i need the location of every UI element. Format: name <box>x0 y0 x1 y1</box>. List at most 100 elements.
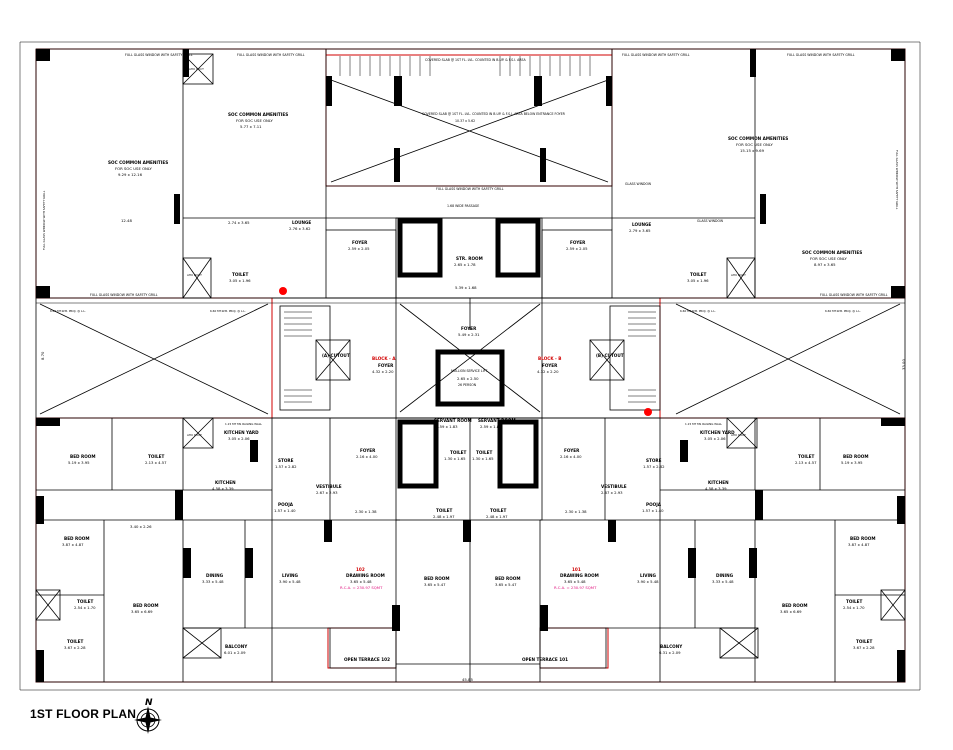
room-servant-a-dim: 2.59 x 1.83 <box>436 424 458 429</box>
room-living-b: LIVING <box>640 573 657 578</box>
dim-5-39: 5.39 x 1.68 <box>455 285 477 290</box>
room-balcony-b-dim: 6.31 x 2.09 <box>659 650 681 655</box>
note-parapet-r2: 6.60 MT.W.B. PROJ. @ L.L. <box>825 309 861 313</box>
dim-2-30-r: 2.30 x 1.38 <box>565 509 587 514</box>
room-soc-left-sub: FOR SOC USE ONLY <box>115 166 153 171</box>
unit-101: 101 <box>572 567 581 572</box>
room-toilet-a4-dim: 2.54 x 1.70 <box>74 605 96 610</box>
note-glass-window-bl: FULL GLASS WINDOW WITH SAFETY GRILL <box>90 293 158 297</box>
room-bed-b1-dim: 5.19 x 3.95 <box>841 460 863 465</box>
dim-2-30-l: 2.30 x 1.38 <box>355 509 377 514</box>
room-kitchen-a-dim: 4.58 x 3.39 <box>212 486 234 491</box>
room-toilet-db-dim: 2.48 x 1.97 <box>486 514 508 519</box>
room-toilet-tl-dim: 3.05 x 1.96 <box>229 278 251 283</box>
note-glass-window-mid: FULL GLASS WINDOW WITH SAFETY GRILL <box>436 187 504 191</box>
label-block-b: BLOCK - B <box>538 356 561 361</box>
room-soc-left2-sub: FOR SOC USE ONLY <box>236 118 274 123</box>
room-foyer-br: FOYER <box>542 363 558 368</box>
room-bed-a2: BED ROOM <box>64 536 90 541</box>
room-kyard-a-dim: 3.05 x 2.06 <box>228 436 250 441</box>
note-parapet-r: 6.60 MT.W.B. PROJ. @ L.L. <box>680 309 716 313</box>
room-soc-right-name: SOC COMMON AMENITIES <box>728 136 788 141</box>
room-living-a-dim: 3.90 x 5.48 <box>279 579 301 584</box>
lift-cores <box>397 218 541 489</box>
note-covered-slab-2: COVERED SLAB @ 1ST FL. LVL. COUNTED IN B… <box>422 112 566 116</box>
room-toilet-cb: TOILET <box>476 450 493 455</box>
note-covered-slab: COVERED SLAB @ 1ST FL. LVL. COUNTED IN B… <box>425 58 527 62</box>
note-parapet-l: 6.60 MT.W.B. PROJ. @ L.L. <box>50 309 86 313</box>
room-bed-b2: BED ROOM <box>850 536 876 541</box>
room-bed-b4: BED ROOM <box>782 603 808 608</box>
note-passage: 1.68 WIDE PASSAGE <box>447 204 479 208</box>
room-soc-left-name: SOC COMMON AMENITIES <box>108 160 168 165</box>
room-lounge-r: LOUNGE <box>632 222 651 227</box>
room-drawing-a: DRAWING ROOM <box>346 573 385 578</box>
room-kitchen-a: KITCHEN <box>215 480 236 485</box>
room-bed-a4-dim: 3.65 x 6.69 <box>131 609 153 614</box>
room-soc-right2-dim: 8.97 x 3.65 <box>814 262 836 267</box>
room-foyer-r-dim: 2.59 x 2.05 <box>566 246 588 251</box>
label-ahu-duct-ll: AHU DUCT <box>187 433 202 437</box>
room-balcony-a-dim: 6.01 x 2.09 <box>224 650 246 655</box>
room-terrace-b: OPEN TERRACE 101 <box>522 657 568 662</box>
room-foyer-ua: FOYER <box>360 448 376 453</box>
room-servant-a: SERVANT ROOM <box>434 418 472 423</box>
room-pooja-b-dim: 1.57 x 1.40 <box>642 508 664 513</box>
room-soc-right2-sub: FOR SOC USE ONLY <box>810 256 848 261</box>
room-pooja-a-dim: 1.57 x 1.40 <box>274 508 296 513</box>
room-store-b-dim: 1.57 x 2.82 <box>643 464 665 469</box>
room-store-a: STORE <box>278 458 294 463</box>
room-living-b-dim: 3.90 x 5.48 <box>637 579 659 584</box>
room-soc-left2-dim: 5.77 x 7.11 <box>240 124 262 129</box>
room-kitchen-b: KITCHEN <box>708 480 729 485</box>
note-right-side: FULL GLASS WINDOW WITH SAFETY GRILL <box>895 150 899 210</box>
room-toilet-b1: TOILET <box>798 454 815 459</box>
note-glass-window-1: FULL GLASS WINDOW WITH SAFETY GRILL <box>125 53 193 57</box>
room-drawing-a-area: R.C.A. = 230.97 SQMT <box>340 585 383 590</box>
room-vest-a-dim: 2.67 x 2.93 <box>316 490 338 495</box>
room-toilet-a5: TOILET <box>67 639 84 644</box>
room-soc-left2-name: SOC COMMON AMENITIES <box>228 112 288 117</box>
note-glass-window-2: FULL GLASS WINDOW WITH SAFETY GRILL <box>237 53 305 57</box>
room-dining-a: DINING <box>206 573 224 578</box>
wall-lines <box>35 48 906 683</box>
room-kyard-a: KITCHEN YARD <box>224 430 259 435</box>
label-ahu-duct-r: AHU DUCT <box>731 273 746 277</box>
room-balcony-a: BALCONY <box>225 644 248 649</box>
room-toilet-b4: TOILET <box>846 599 863 604</box>
room-foyer-ua-dim: 2.16 x 4.00 <box>356 454 378 459</box>
room-toilet-ca-dim: 1.30 x 1.65 <box>444 456 466 461</box>
room-store-b: STORE <box>646 458 662 463</box>
room-toilet-a4: TOILET <box>77 599 94 604</box>
room-living-a: LIVING <box>282 573 299 578</box>
note-glass-window-br: FULL GLASS WINDOW WITH SAFETY GRILL <box>820 293 888 297</box>
room-toilet-da-dim: 2.48 x 1.97 <box>433 514 455 519</box>
label-ahu-duct-tl: AHU DUCT <box>189 67 204 71</box>
room-toilet-b4-dim: 2.54 x 1.70 <box>843 605 865 610</box>
room-toilet-b1-dim: 2.13 x 4.57 <box>795 460 817 465</box>
room-foyer-bl-dim: 4.32 x 2.20 <box>372 369 394 374</box>
room-foyer-r: FOYER <box>570 240 586 245</box>
room-dining-b-dim: 3.33 x 5.48 <box>712 579 734 584</box>
room-store-a-dim: 1.57 x 2.82 <box>275 464 297 469</box>
room-vest-a: VESTIBULE <box>316 484 342 489</box>
dim-overall-depth: 33.00 <box>901 359 906 370</box>
room-toilet-db: TOILET <box>490 508 507 513</box>
room-vest-b: VESTIBULE <box>601 484 627 489</box>
room-str-dim: 2.65 x 1.78 <box>454 262 476 267</box>
dim-8-70: 8.70 <box>40 351 45 360</box>
room-foyer-br-dim: 4.32 x 2.20 <box>537 369 559 374</box>
room-lounge-l: LOUNGE <box>292 220 311 225</box>
room-foyer-ub-dim: 2.16 x 4.00 <box>560 454 582 459</box>
room-foyer-c: FOYER <box>461 326 477 331</box>
note-glass-window-3: FULL GLASS WINDOW WITH SAFETY GRILL <box>622 53 690 57</box>
note-parapet-l2: 6.60 MT.W.B. PROJ. @ L.L. <box>210 309 246 313</box>
room-soc-right-dim: 15.15 x 9.69 <box>740 148 765 153</box>
room-bed-a3-dim: 3.65 x 5.47 <box>424 582 446 587</box>
room-toilet-da: TOILET <box>436 508 453 513</box>
room-toilet-b5-dim: 3.67 x 2.28 <box>853 645 875 650</box>
dim-12-48: 12.48 <box>121 218 132 223</box>
drawing-title: 1ST FLOOR PLAN <box>30 707 137 721</box>
ahu-ducts <box>35 53 906 659</box>
room-bed-b1: BED ROOM <box>843 454 869 459</box>
